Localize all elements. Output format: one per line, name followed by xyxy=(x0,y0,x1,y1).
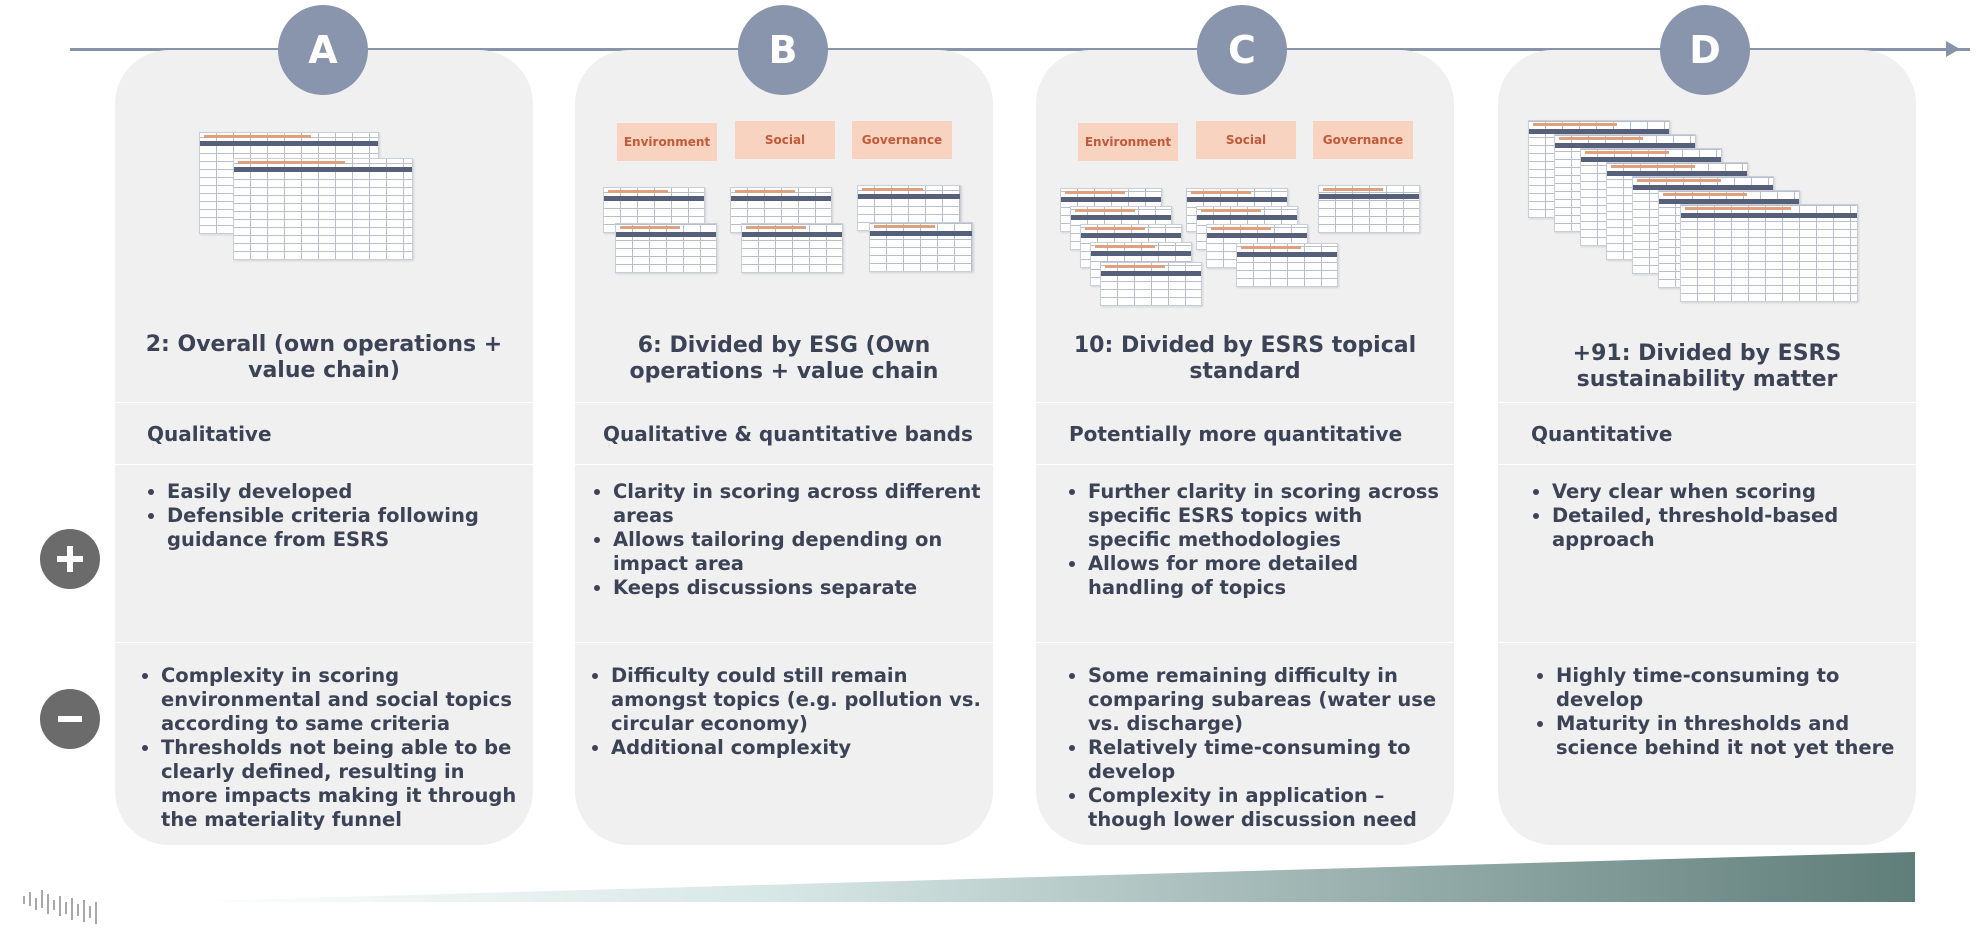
row-divider xyxy=(115,402,533,403)
row-divider xyxy=(1498,464,1916,465)
row-divider xyxy=(1036,402,1454,403)
row-divider xyxy=(1498,402,1916,403)
plus-circle-icon xyxy=(40,529,100,589)
scoring-matrix-thumbnail xyxy=(869,222,973,272)
con-item: Thresholds not being able to be clearly … xyxy=(161,736,521,832)
pro-item: Allows tailoring depending on impact are… xyxy=(613,528,981,576)
option-card-b: Environment Social Governance 6: Divided… xyxy=(575,50,993,845)
option-type: Qualitative xyxy=(147,422,272,446)
option-letter-b: B xyxy=(738,5,828,95)
cons-list: Difficulty could still remain amongst to… xyxy=(581,664,981,760)
pro-item: Defensible criteria following guidance f… xyxy=(167,504,521,552)
con-item: Highly time-consuming to develop xyxy=(1556,664,1904,712)
pro-item: Easily developed xyxy=(167,480,521,504)
chip-environment: Environment xyxy=(1078,123,1178,161)
con-item: Some remaining difficulty in comparing s… xyxy=(1088,664,1442,736)
row-divider xyxy=(575,402,993,403)
con-item: Maturity in thresholds and science behin… xyxy=(1556,712,1904,760)
pro-item: Very clear when scoring xyxy=(1552,480,1904,504)
pros-list: Easily developed Defensible criteria fol… xyxy=(137,480,521,552)
option-title: +91: Divided by ESRS sustainability matt… xyxy=(1572,341,1842,392)
option-type: Qualitative & quantitative bands xyxy=(603,422,973,446)
chip-governance: Governance xyxy=(852,121,952,159)
con-item: Complexity in scoring environmental and … xyxy=(161,664,521,736)
row-divider xyxy=(115,642,533,643)
increasing-detail-wedge xyxy=(165,852,1915,902)
cons-list: Highly time-consuming to develop Maturit… xyxy=(1526,664,1904,760)
option-type: Potentially more quantitative xyxy=(1069,422,1403,446)
pro-item: Allows for more detailed handling of top… xyxy=(1088,552,1442,600)
option-card-a: 2: Overall (own operations + value chain… xyxy=(115,50,533,845)
soundwave-logo-icon xyxy=(23,890,97,924)
row-divider xyxy=(115,464,533,465)
chip-environment: Environment xyxy=(617,123,717,161)
cons-list: Some remaining difficulty in comparing s… xyxy=(1058,664,1442,832)
pro-item: Further clarity in scoring across specif… xyxy=(1088,480,1442,552)
pros-list: Further clarity in scoring across specif… xyxy=(1058,480,1442,600)
option-title: 6: Divided by ESG (Own operations + valu… xyxy=(629,333,939,384)
option-letter-a: A xyxy=(278,5,368,95)
option-title: 10: Divided by ESRS topical standard xyxy=(1073,333,1417,384)
timeline-line xyxy=(70,48,1970,51)
chip-social: Social xyxy=(735,121,835,159)
row-divider xyxy=(575,464,993,465)
row-divider xyxy=(1498,642,1916,643)
con-item: Complexity in application – though lower… xyxy=(1088,784,1442,832)
option-type: Quantitative xyxy=(1531,422,1673,446)
chip-social: Social xyxy=(1196,121,1296,159)
scoring-matrix-thumbnail xyxy=(1318,185,1420,233)
scoring-matrix-thumbnail xyxy=(615,223,717,273)
con-item: Additional complexity xyxy=(611,736,981,760)
con-item: Difficulty could still remain amongst to… xyxy=(611,664,981,736)
row-divider xyxy=(1036,642,1454,643)
timeline-arrowhead xyxy=(1946,41,1960,57)
option-letter-c: C xyxy=(1197,5,1287,95)
pro-item: Clarity in scoring across different area… xyxy=(613,480,981,528)
option-card-c: Environment Social Governance 10: Divide… xyxy=(1036,50,1454,845)
scoring-matrix-thumbnail xyxy=(1100,262,1202,306)
chip-governance: Governance xyxy=(1313,121,1413,159)
pros-list: Clarity in scoring across different area… xyxy=(583,480,981,600)
minus-circle-icon xyxy=(40,689,100,749)
con-item: Relatively time-consuming to develop xyxy=(1088,736,1442,784)
option-letter-d: D xyxy=(1660,5,1750,95)
row-divider xyxy=(575,642,993,643)
pro-item: Detailed, threshold-based approach xyxy=(1552,504,1904,552)
pros-list: Very clear when scoring Detailed, thresh… xyxy=(1522,480,1904,552)
option-card-d: +91: Divided by ESRS sustainability matt… xyxy=(1498,50,1916,845)
scoring-matrix-thumbnail xyxy=(741,223,843,273)
option-title: 2: Overall (own operations + value chain… xyxy=(145,332,503,383)
scoring-matrix-thumbnail xyxy=(1680,204,1858,302)
pro-item: Keeps discussions separate xyxy=(613,576,981,600)
scoring-matrix-thumbnail xyxy=(1236,243,1338,287)
scoring-matrix-thumbnail xyxy=(233,158,413,260)
cons-list: Complexity in scoring environmental and … xyxy=(131,664,521,832)
row-divider xyxy=(1036,464,1454,465)
